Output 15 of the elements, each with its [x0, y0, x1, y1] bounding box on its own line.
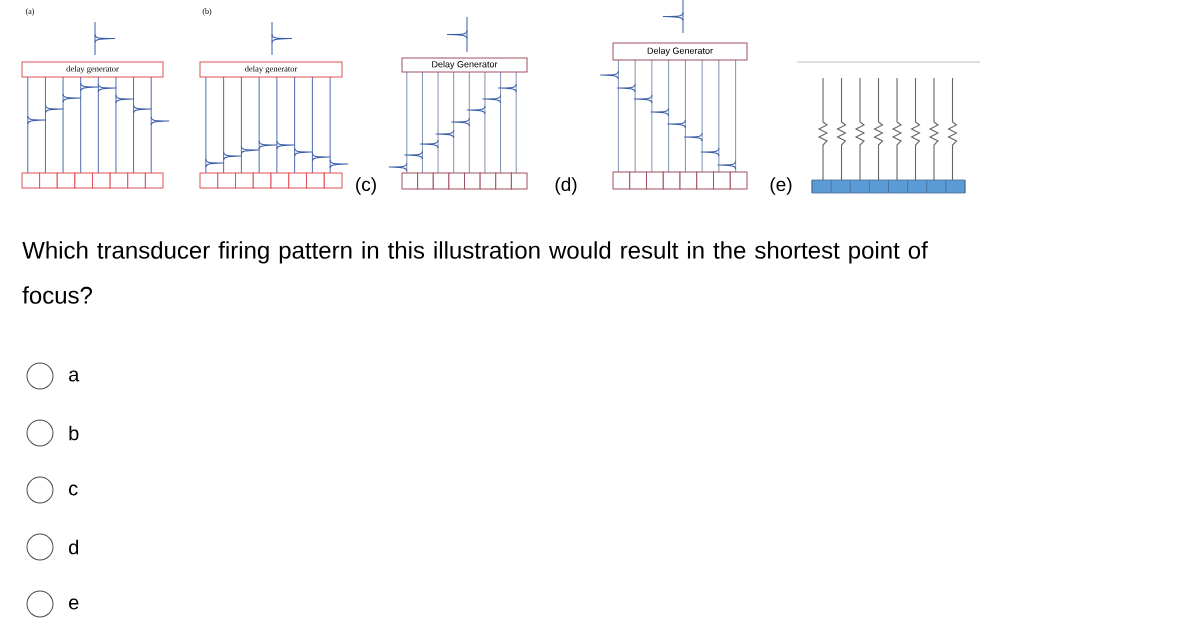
- panel-label: (e): [770, 177, 792, 195]
- panel-label: (b): [202, 8, 212, 16]
- option-label: b: [69, 425, 79, 441]
- panel-label: (d): [555, 177, 577, 195]
- option-label: c: [69, 484, 78, 496]
- delay-generator-box: Delay Generator: [612, 42, 748, 61]
- delay-generator-box: delay generator: [21, 61, 164, 78]
- question-text: Which transducer firing pattern in this illustration would result in the shortest point of focus?: [22, 241, 928, 304]
- panel-label: (a): [25, 8, 35, 16]
- option-label: a: [69, 370, 80, 382]
- delay-generator-box: Delay Generator: [401, 57, 528, 73]
- panel-label: (c): [356, 177, 376, 195]
- option-label: d: [69, 539, 79, 555]
- option-label: e: [69, 598, 79, 610]
- delay-generator-box: delay generator: [199, 61, 343, 78]
